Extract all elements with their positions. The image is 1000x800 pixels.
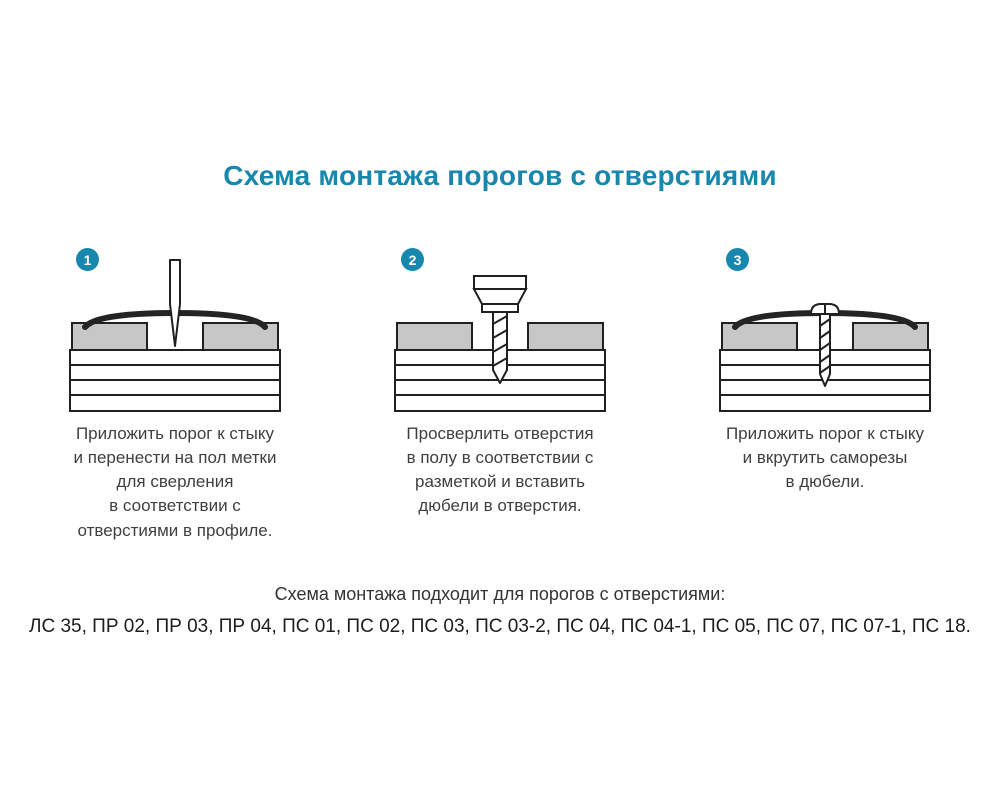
step-3-figure bbox=[715, 246, 935, 416]
step-3-number-badge: 3 bbox=[726, 248, 749, 271]
step-1-number-badge: 1 bbox=[76, 248, 99, 271]
step-1-figure bbox=[65, 246, 285, 416]
floor-covering-right bbox=[527, 322, 604, 351]
screw-icon bbox=[719, 303, 931, 412]
marking-awl bbox=[169, 259, 181, 347]
awl-marking-icon bbox=[69, 259, 281, 412]
footer-compatibility-note: Схема монтажа подходит для порогов с отв… bbox=[274, 584, 726, 604]
step-2-number-badge: 2 bbox=[401, 248, 424, 271]
step-2: 2 bbox=[375, 246, 625, 543]
floor-covering-left bbox=[396, 322, 473, 351]
step-3-caption: Приложить порог к стыку и вкрутить самор… bbox=[725, 424, 925, 492]
step-3: 3 bbox=[700, 246, 950, 543]
footer-models-list: ЛС 35, ПР 02, ПР 03, ПР 04, ПС 01, ПС 02… bbox=[29, 616, 971, 637]
step-1-caption: Приложить порог к стыку и перенести на п… bbox=[73, 424, 277, 540]
floor-covering-left bbox=[71, 322, 148, 351]
drill-icon bbox=[394, 275, 606, 412]
step-2-caption: Просверлить отверстия в полу в соответст… bbox=[406, 424, 594, 516]
page-title: Схема монтажа порогов с отверстиями bbox=[223, 160, 777, 191]
step-1: 1 Приложить порог к стыку и пе bbox=[50, 246, 300, 543]
footer: Схема монтажа подходит для порогов с отв… bbox=[0, 584, 1000, 638]
step-2-figure bbox=[390, 246, 610, 416]
steps-row: 1 Приложить порог к стыку и пе bbox=[0, 246, 1000, 543]
drill-chuck bbox=[473, 275, 527, 290]
